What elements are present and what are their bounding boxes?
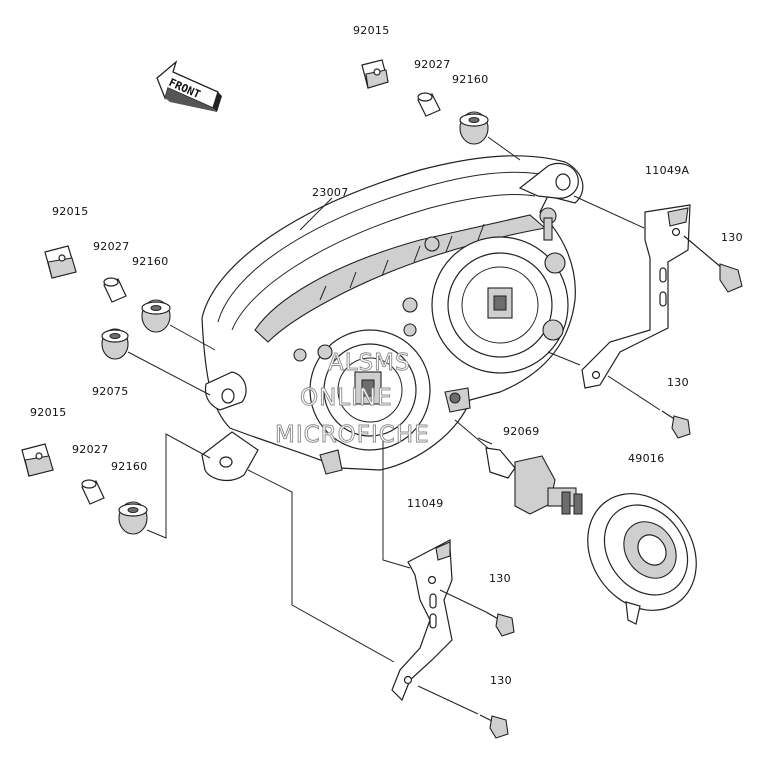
headlight-assembly (201, 155, 584, 482)
svg-text:MICROFICHE: MICROFICHE (275, 422, 430, 448)
part-label: 49016 (628, 452, 665, 465)
part-label: 130 (490, 674, 512, 687)
part-label: 130 (667, 376, 689, 389)
part-label: 130 (721, 231, 743, 244)
bracket-11049A (581, 204, 691, 389)
part-label: 92160 (452, 73, 489, 86)
part-label: 130 (489, 572, 511, 585)
part-label: 92015 (52, 205, 89, 218)
part-label: 92027 (414, 58, 451, 71)
svg-text:ALSMS: ALSMS (328, 350, 411, 376)
part-label: 92015 (353, 24, 390, 37)
bolt-icon (607, 375, 691, 439)
part-label: 92075 (92, 385, 129, 398)
clip-nut-icon (44, 245, 77, 279)
grommet-icon (101, 328, 129, 360)
clip-nut-icon (361, 59, 389, 89)
bracket-11049 (391, 539, 453, 702)
grommet-icon (118, 501, 148, 535)
part-label: 11049A (645, 164, 689, 177)
bulb-icon (454, 419, 583, 515)
watermark: ALSMS ONLINE MICROFICHE (275, 350, 430, 449)
part-label: 92069 (503, 425, 540, 438)
part-label: 92160 (111, 460, 148, 473)
bolt-icon (683, 235, 743, 293)
grommet-icon (459, 111, 489, 145)
grommet-icon (141, 299, 171, 333)
dust-cover-icon (587, 493, 697, 625)
part-label: 92027 (72, 443, 109, 456)
bolt-icon (439, 589, 515, 637)
collar-icon (103, 277, 127, 303)
part-label: 11049 (407, 497, 444, 510)
part-label: 92015 (30, 406, 67, 419)
bolt-icon (417, 685, 509, 739)
front-arrow-icon: FRONT (156, 60, 222, 112)
svg-text:ONLINE: ONLINE (300, 385, 393, 411)
part-label: 92160 (132, 255, 169, 268)
clip-nut-icon (21, 443, 54, 477)
part-label: 23007 (312, 186, 349, 199)
collar-icon (417, 92, 441, 117)
collar-icon (81, 479, 105, 505)
part-label: 92027 (93, 240, 130, 253)
